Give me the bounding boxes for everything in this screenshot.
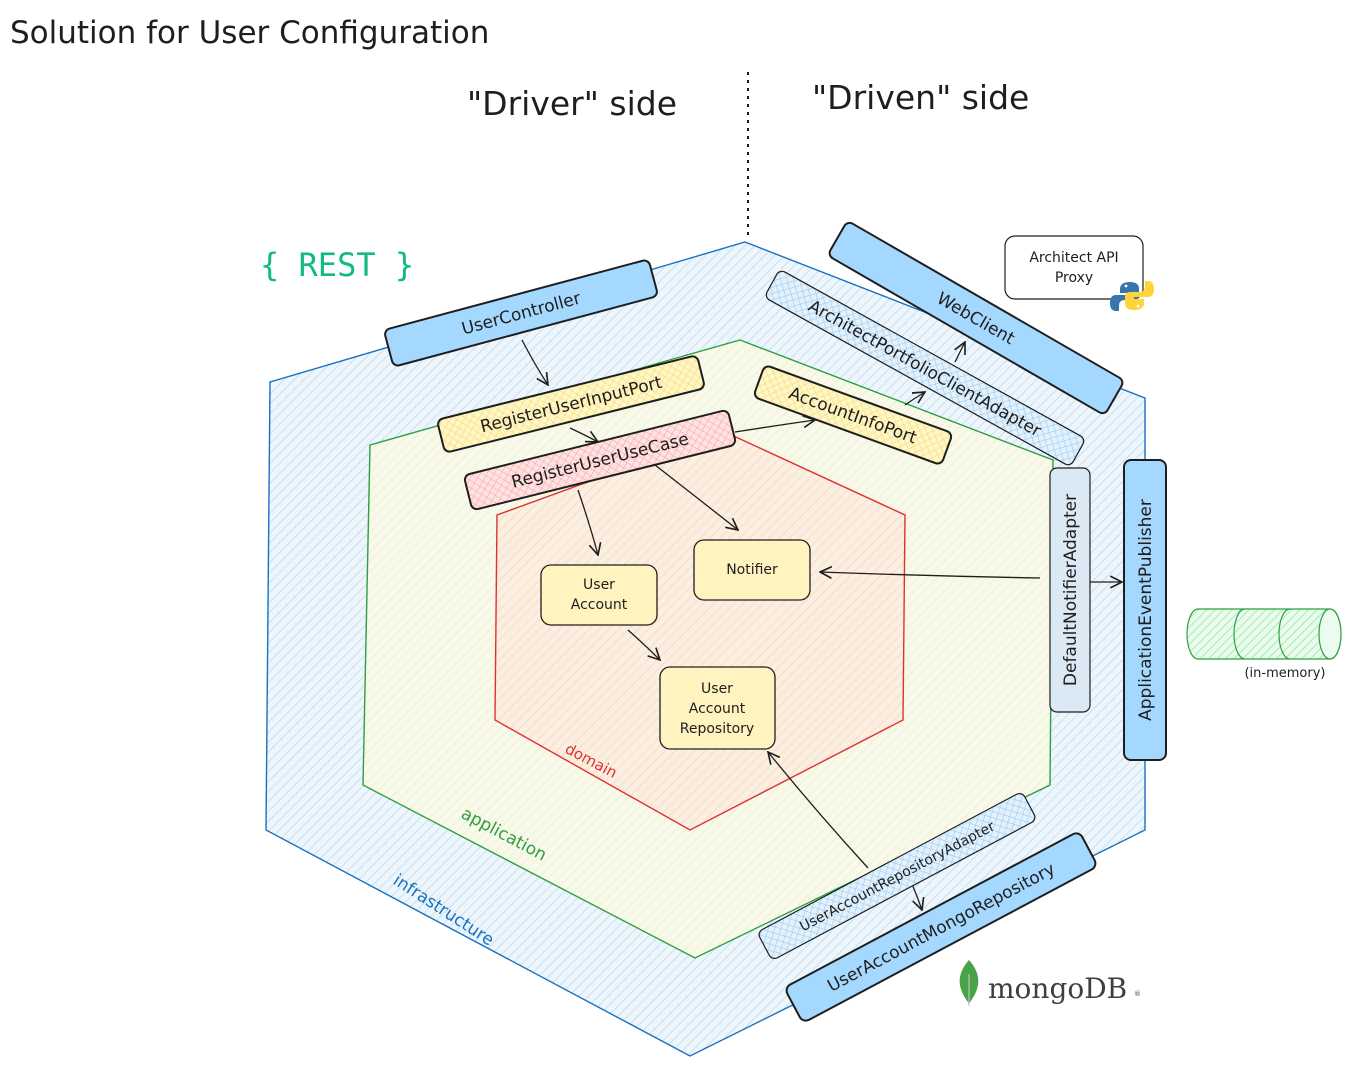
user-account-repository-line1: User [701,681,733,697]
arrow-usecase-to-accountinfoport [734,420,815,433]
driven-side-label: "Driven" side [812,78,1029,117]
domain-layer [494,431,906,831]
mongodb-leaf-icon [959,960,979,1006]
queue-cylinder-icon [1186,608,1342,660]
user-account[interactable]: User Account [540,564,658,626]
arrow-port-to-adapter [904,392,925,406]
architect-api-proxy-line2: Proxy [1055,270,1093,286]
application-event-publisher-label: ApplicationEventPublisher [1136,499,1156,721]
notifier-label: Notifier [726,562,778,578]
user-account-repository-line2: Account [689,701,746,717]
mongodb-registered-mark: ® [1134,990,1141,998]
notifier[interactable]: Notifier [693,539,811,601]
in-memory-label: (in-memory) [1244,666,1325,681]
architect-api-proxy[interactable]: Architect API Proxy [1004,235,1144,300]
arrow-adapter-to-webclient [955,342,965,363]
default-notifier-adapter[interactable]: DefaultNotifierAdapter [1049,467,1091,713]
arrow-controller-to-inputport [521,339,548,385]
arrow-repoadapter-to-repository [768,752,869,869]
mongodb-logo: mongoDB [988,972,1127,1005]
python-icon [1110,281,1154,311]
user-account-line1: User [583,577,615,593]
arrow-notifieradapter-to-notifier [820,572,1041,578]
user-account-repository[interactable]: User Account Repository [659,666,776,750]
arrow-usecase-to-useraccount [577,489,598,555]
arrow-useraccount-to-repository [627,629,660,660]
driver-side-label: "Driver" side [467,84,677,123]
user-account-line2: Account [571,597,628,613]
page-title: Solution for User Configuration [10,15,489,51]
architect-api-proxy-line1: Architect API [1029,250,1118,266]
arrow-usecase-to-notifier [654,464,738,530]
arrow-inputport-to-usecase [569,427,598,442]
user-account-repository-line3: Repository [680,721,754,737]
application-event-publisher[interactable]: ApplicationEventPublisher [1123,459,1167,761]
default-notifier-adapter-label: DefaultNotifierAdapter [1061,494,1081,686]
rest-logo: { REST } [260,246,414,284]
